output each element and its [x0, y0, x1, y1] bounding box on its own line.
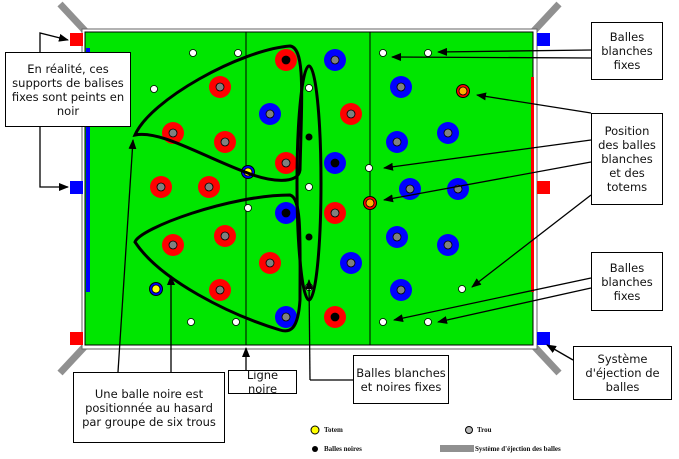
white-ball	[150, 85, 158, 93]
hole-center	[215, 285, 225, 295]
left-blue-line	[86, 48, 90, 292]
totem-core	[151, 284, 161, 294]
hole-center	[204, 182, 214, 192]
beacon-red	[537, 181, 550, 194]
white-ball	[305, 84, 313, 92]
hole-center	[330, 55, 340, 65]
hole-center	[392, 232, 402, 242]
hole-center	[405, 184, 415, 194]
beacon-red	[70, 332, 83, 345]
legend-black-ball-icon	[312, 446, 318, 452]
callout-random-black-ball: Une balle noire est positionnée au hasar…	[73, 372, 225, 443]
legend-totem-label: Totem	[324, 426, 343, 434]
white-ball	[458, 285, 466, 293]
totem-core	[365, 198, 375, 208]
black-ball	[330, 158, 340, 168]
legend-hole-label: Trou	[477, 426, 492, 434]
hole-center	[330, 208, 340, 218]
white-ball	[187, 318, 195, 326]
beacon-red	[70, 33, 83, 46]
hole-center	[265, 109, 275, 119]
hole-center	[168, 128, 178, 138]
legend-hole-icon	[465, 426, 473, 434]
hole-center	[281, 158, 291, 168]
right-red-line	[531, 77, 534, 292]
white-ball	[424, 318, 432, 326]
hole-center	[443, 240, 453, 250]
hole-center	[168, 240, 178, 250]
callout-ejection: Système d'éjection de balles	[573, 346, 672, 400]
group-loop-bottom	[133, 193, 302, 333]
hole-center	[346, 109, 356, 119]
hole-center	[220, 231, 230, 241]
white-ball	[365, 164, 373, 172]
hole-center	[443, 128, 453, 138]
hole-center	[156, 182, 166, 192]
black-ball	[281, 55, 291, 65]
hole-center	[396, 285, 406, 295]
hole-center	[281, 312, 291, 322]
hole-center	[396, 82, 406, 92]
totem-core	[458, 86, 468, 96]
hole-center	[346, 258, 356, 268]
black-ball	[305, 233, 313, 241]
group-loop-top	[132, 44, 304, 182]
white-ball	[244, 204, 252, 212]
white-ball	[379, 49, 387, 57]
arrows	[39, 32, 592, 381]
callout-fixed-balls-bottom: Balles blanches fixes	[591, 252, 663, 311]
hole-center	[265, 258, 275, 268]
hole-center	[215, 82, 225, 92]
callout-position: Position des balles blanches et des tote…	[591, 113, 663, 205]
white-ball	[232, 318, 240, 326]
white-ball	[305, 183, 313, 191]
beacon-blue	[70, 181, 83, 194]
white-ball	[379, 318, 387, 326]
white-ball	[424, 49, 432, 57]
hole-center	[220, 137, 230, 147]
legend-ejector-icon	[440, 445, 474, 452]
black-ball	[305, 133, 313, 141]
legend-totem-icon	[310, 425, 320, 435]
black-ball	[281, 208, 291, 218]
legend-ejector-label: Système d'éjection des balles	[475, 445, 561, 453]
callout-fixed-balls-top: Balles blanches fixes	[591, 22, 663, 80]
callout-supports: En réalité, ces supports de balises fixe…	[5, 52, 131, 127]
beacon-blue	[537, 332, 550, 345]
white-ball	[189, 49, 197, 57]
hole-center	[392, 137, 402, 147]
black-ball	[330, 312, 340, 322]
white-ball	[234, 49, 242, 57]
legend-black-ball-label: Balles noires	[324, 445, 362, 453]
callout-fixed-white-black: Balles blanches et noires fixes	[353, 355, 449, 404]
callout-black-line: Ligne noire	[228, 368, 297, 396]
beacon-blue	[537, 33, 550, 46]
